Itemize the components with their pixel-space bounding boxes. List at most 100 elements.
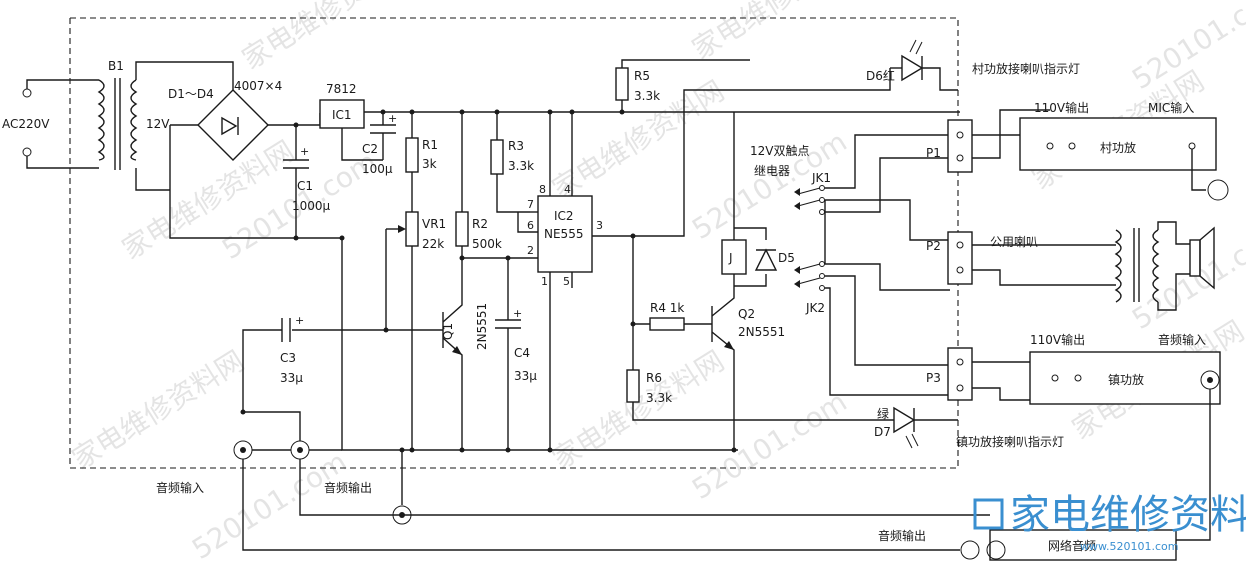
- c3-value: 33μ: [280, 371, 303, 385]
- connector-p1: P1: [926, 119, 973, 173]
- reg-label: 7812: [326, 82, 357, 96]
- capacitor-c3: + C3 33μ: [242, 314, 443, 412]
- transformer-b1: B1 12V: [97, 59, 234, 191]
- ne555-label: NE555: [544, 227, 583, 241]
- d1d4-label: D1～D4: [168, 87, 214, 101]
- capacitor-c1: + C1 1000μ: [283, 122, 331, 241]
- shared-speaker: 公用喇叭: [972, 221, 1215, 311]
- watermark-text: 520101.com: [186, 445, 352, 566]
- r6-value: 3.3k: [646, 391, 672, 405]
- pin3-label: 3: [596, 219, 603, 232]
- r1-label: R1: [422, 138, 438, 152]
- jk1-label: JK1: [811, 171, 831, 185]
- relay-desc1: 12V双触点: [750, 144, 809, 158]
- pin6-label: 6: [527, 219, 534, 232]
- vr1-label: VR1: [422, 217, 446, 231]
- logo-url: www.520101.com: [1080, 540, 1178, 553]
- audio-jacks-left: 音频输入 音频输出: [156, 409, 990, 551]
- svg-text:+: +: [388, 112, 397, 125]
- q2-label: Q2: [738, 307, 755, 321]
- c1-value: 1000μ: [292, 199, 331, 213]
- c4-value: 33μ: [514, 369, 537, 383]
- capacitor-c2: + C2 100μ: [362, 109, 397, 176]
- led-d6: D6红: [698, 39, 958, 91]
- q2-value: 2N5551: [738, 325, 785, 339]
- r5-value: 3.3k: [634, 89, 660, 103]
- town-amp-label: 镇功放: [1108, 372, 1144, 387]
- c4-label: C4: [514, 346, 530, 360]
- p2-label: P2: [926, 239, 941, 253]
- ic2-ne555: IC2 NE555 8 4 7 6 2 1 5 3: [527, 89, 698, 453]
- transistor-q1: Q1 2N5551: [441, 109, 489, 453]
- logo-icon: [973, 498, 1004, 530]
- svg-text:+: +: [295, 314, 304, 327]
- ground-bus: [296, 237, 738, 451]
- b1-label: B1: [108, 59, 124, 73]
- watermark-text: 家电维修资料网: [66, 344, 250, 476]
- r6-label: R6: [646, 371, 662, 385]
- p3-label: P3: [926, 371, 941, 385]
- audio-out-right-label: 音频输出: [878, 528, 926, 543]
- resistor-r6: R6 3.3k: [626, 324, 894, 421]
- transistor-q2: Q2 2N5551: [711, 274, 785, 453]
- r1-value: 3k: [422, 157, 437, 171]
- relay-desc2: 继电器: [754, 164, 790, 178]
- resistor-r3: R3 3.3k: [490, 109, 538, 233]
- relay-coil: J D5 12V双触点 继电器: [721, 112, 809, 287]
- ic2-label: IC2: [554, 209, 574, 223]
- c1-label: C1: [297, 179, 313, 193]
- pin5-label: 5: [563, 275, 570, 288]
- r3-label: R3: [508, 139, 524, 153]
- q1-value: 2N5551: [475, 303, 489, 350]
- watermark-text: 520101.com: [686, 385, 852, 506]
- net-audio-label: 网络音频: [1048, 538, 1096, 553]
- out110-2-label: 110V输出: [1030, 332, 1085, 347]
- logo-text: 家电维修资料网: [1010, 492, 1246, 538]
- resistor-r5: R5 3.3k: [615, 59, 750, 115]
- pin8-label: 8: [539, 183, 546, 196]
- v12-label: 12V: [146, 117, 170, 131]
- bridge-rectifier: D1～D4 4007×4: [168, 79, 296, 239]
- q1-label: Q1: [441, 323, 455, 340]
- c2-label: C2: [362, 142, 378, 156]
- diodes-label: 4007×4: [234, 79, 282, 93]
- watermark-text: 家电维修资料网: [686, 0, 870, 66]
- svg-text:+: +: [513, 307, 522, 320]
- town-led-label: 镇功放接喇叭指示灯: [956, 434, 1064, 449]
- connector-p3: P3: [926, 347, 973, 401]
- led-d7: 绿 D7: [874, 406, 958, 449]
- watermark-text: 家电维修资料网: [236, 0, 420, 76]
- village-led-label: 村功放接喇叭指示灯: [972, 61, 1080, 76]
- d5-label: D5: [778, 251, 795, 265]
- town-amp-block: 110V输出 音频输入 镇功放: [972, 332, 1221, 541]
- pin4-label: 4: [564, 183, 571, 196]
- d6-label: D6红: [866, 68, 895, 83]
- potentiometer-vr1: VR1 22k: [385, 211, 446, 453]
- resistor-r1: R1 3k: [405, 109, 438, 212]
- resistor-r2: R2 500k: [455, 211, 538, 261]
- shared-speaker-label: 公用喇叭: [990, 234, 1038, 249]
- network-audio-block: 网络音频 音频输出: [878, 528, 1177, 561]
- ic1-label: IC1: [332, 108, 352, 122]
- watermark-text: 家电维修资料网: [546, 344, 730, 476]
- village-amp-label: 村功放: [1100, 140, 1136, 155]
- connector-p2: P2: [926, 231, 973, 285]
- c2-value: 100μ: [362, 162, 393, 176]
- capacitor-c4: + C4 33μ: [495, 255, 537, 453]
- vr1-value: 22k: [422, 237, 444, 251]
- village-amp-block: 110V输出 MIC输入 村功放: [972, 100, 1229, 201]
- pin7-label: 7: [527, 198, 534, 211]
- p1-label: P1: [926, 146, 941, 160]
- ac-input: AC220V: [2, 79, 99, 169]
- svg-text:+: +: [300, 145, 309, 158]
- d7-color-label: 绿: [877, 406, 889, 421]
- r2-label: R2: [472, 217, 488, 231]
- enclosure-border: [69, 17, 959, 469]
- jk2-label: JK2: [805, 301, 825, 315]
- d7-label: D7: [874, 425, 891, 439]
- r3-value: 3.3k: [508, 159, 534, 173]
- site-logo: 家电维修资料网 www.520101.com: [973, 492, 1246, 553]
- pin1-label: 1: [541, 275, 548, 288]
- mic-in-label: MIC输入: [1148, 100, 1194, 115]
